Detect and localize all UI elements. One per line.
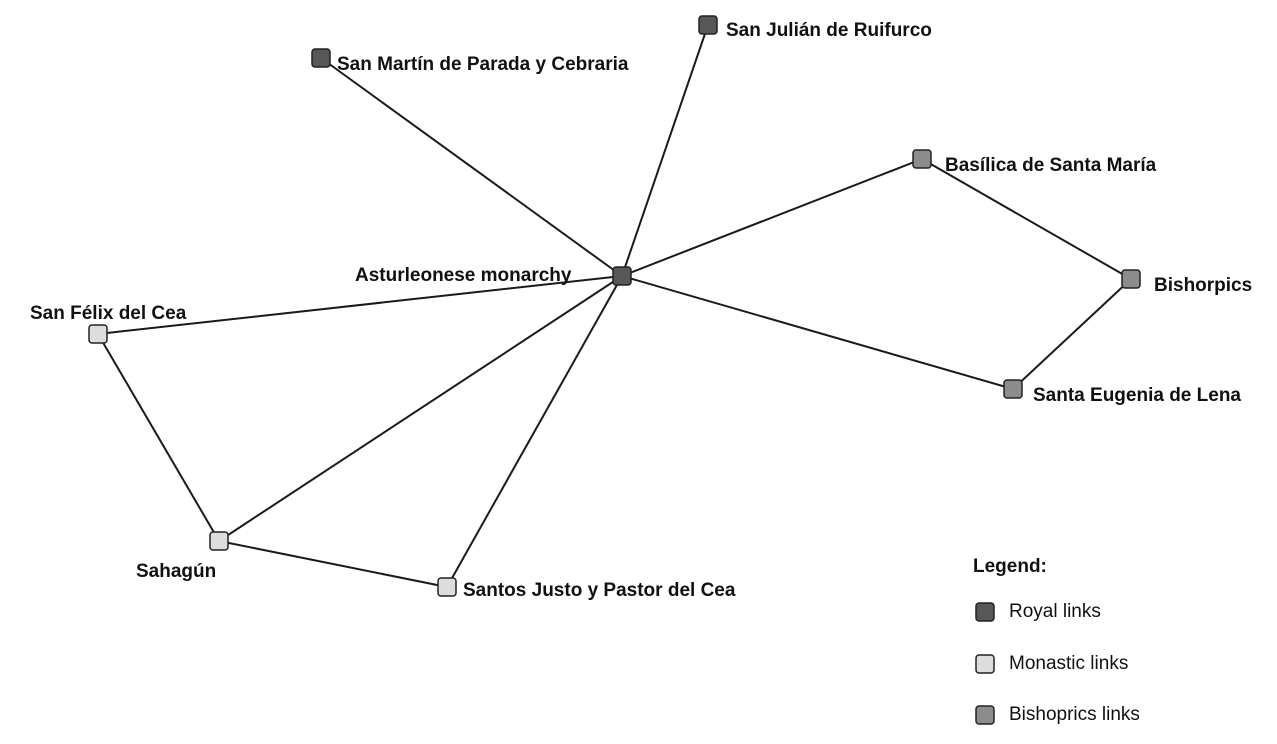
- legend-item-monastic: Monastic links: [975, 653, 1128, 674]
- edges: [97, 24, 1132, 588]
- node-basilica: Basílica de Santa María: [912, 149, 1157, 176]
- node-san-julian: San Julián de Ruifurco: [698, 15, 932, 41]
- nodes: Asturleonese monarchy San Martín de Parad…: [30, 15, 1252, 601]
- edge-asturleonese-san-martin: [320, 57, 623, 277]
- node-san-martin: San Martín de Parada y Cebraria: [311, 48, 629, 75]
- node-label-santa-eugenia: Santa Eugenia de Lena: [1033, 385, 1241, 406]
- edge-asturleonese-santa-eugenia: [621, 275, 1014, 390]
- legend-title: Legend:: [973, 556, 1047, 577]
- node-bishorpics: Bishorpics: [1121, 269, 1252, 296]
- node-marker-santos-justo: [437, 577, 457, 597]
- legend-label-monastic: Monastic links: [1009, 653, 1128, 674]
- node-marker-basilica: [912, 149, 932, 169]
- node-marker-asturleonese: [612, 266, 632, 286]
- edge-asturleonese-san-felix: [97, 275, 623, 335]
- node-label-san-felix: San Félix del Cea: [30, 303, 187, 324]
- edge-asturleonese-sahagun: [218, 275, 623, 542]
- node-asturleonese: Asturleonese monarchy: [355, 265, 632, 286]
- node-marker-bishorpics: [1121, 269, 1141, 289]
- node-marker-san-martin: [311, 48, 331, 68]
- legend-label-royal: Royal links: [1009, 601, 1101, 622]
- edge-asturleonese-basilica: [621, 158, 923, 277]
- node-label-sahagun: Sahagún: [136, 561, 216, 582]
- node-label-santos-justo: Santos Justo y Pastor del Cea: [463, 580, 736, 601]
- node-santa-eugenia: Santa Eugenia de Lena: [1003, 379, 1241, 406]
- node-sahagun: Sahagún: [136, 531, 229, 582]
- legend-item-bishoprics: Bishoprics links: [975, 704, 1140, 725]
- node-marker-san-felix: [88, 324, 108, 344]
- edge-bishorpics-santa-eugenia: [1012, 278, 1132, 390]
- legend-swatch-bishoprics: [975, 705, 995, 725]
- legend-swatch-royal: [975, 602, 995, 622]
- node-label-basilica: Basílica de Santa María: [945, 155, 1157, 176]
- legend-label-bishoprics: Bishoprics links: [1009, 704, 1140, 725]
- node-marker-santa-eugenia: [1003, 379, 1023, 399]
- node-marker-san-julian: [698, 15, 718, 35]
- edge-asturleonese-san-julian: [621, 24, 709, 277]
- edge-asturleonese-santos-justo: [446, 275, 623, 588]
- node-san-felix: San Félix del Cea: [30, 303, 187, 344]
- node-label-san-martin: San Martín de Parada y Cebraria: [337, 54, 629, 75]
- edge-sahagun-santos-justo: [218, 540, 448, 588]
- legend-swatch-monastic: [975, 654, 995, 674]
- node-label-asturleonese: Asturleonese monarchy: [355, 265, 572, 286]
- node-santos-justo: Santos Justo y Pastor del Cea: [437, 577, 736, 601]
- edge-basilica-bishorpics: [921, 158, 1132, 280]
- legend-item-royal: Royal links: [975, 601, 1101, 622]
- node-label-san-julian: San Julián de Ruifurco: [726, 20, 932, 41]
- edge-san-felix-sahagun: [97, 333, 220, 542]
- node-marker-sahagun: [209, 531, 229, 551]
- node-label-bishorpics: Bishorpics: [1154, 275, 1252, 296]
